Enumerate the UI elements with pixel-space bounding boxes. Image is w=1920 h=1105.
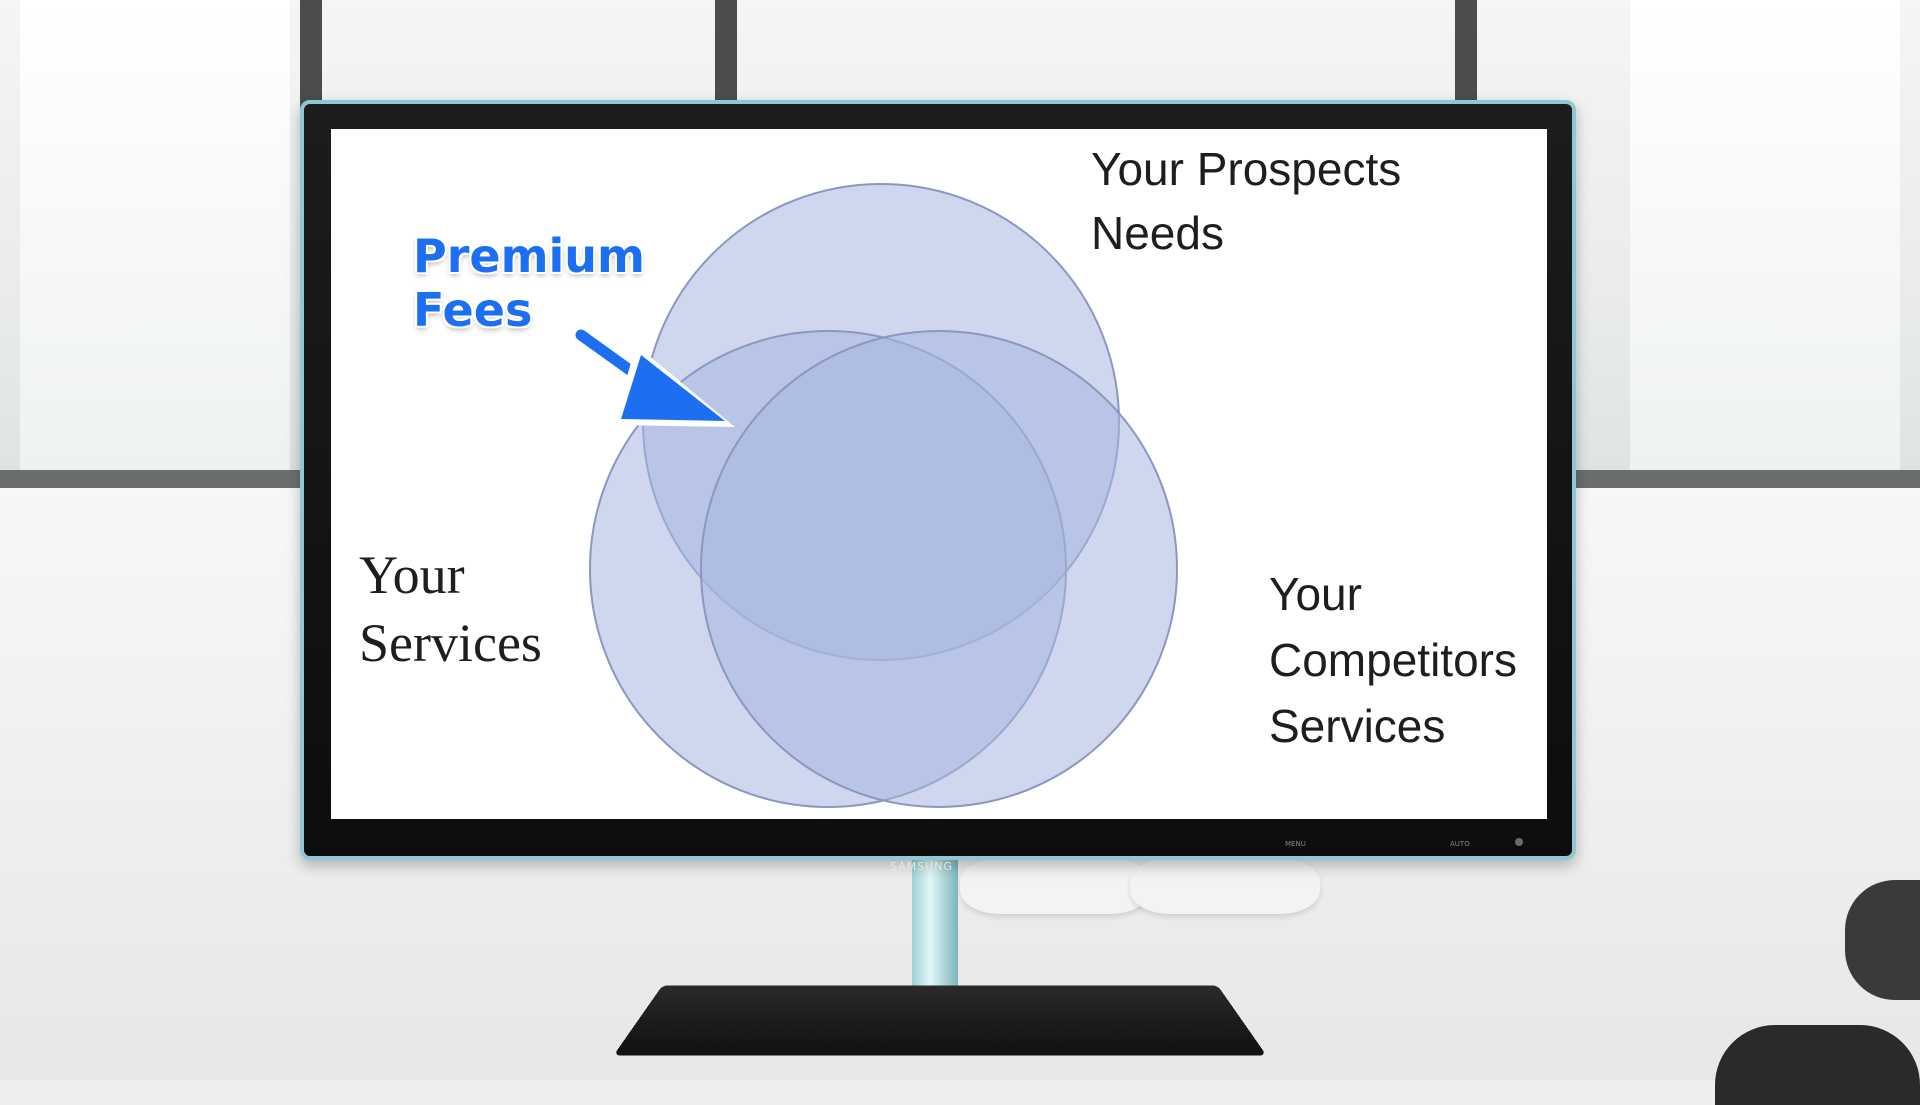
circle-competitors-services bbox=[700, 330, 1178, 808]
chair bbox=[1845, 880, 1920, 1000]
monitor-menu-button[interactable]: MENU bbox=[1285, 840, 1306, 848]
label-prospects-needs: Your Prospects Needs bbox=[1091, 137, 1401, 265]
speaker-right bbox=[1130, 858, 1320, 914]
label-competitors-line2: Competitors bbox=[1269, 634, 1517, 686]
monitor-screen: Your Prospects Needs Your Services Your … bbox=[331, 129, 1547, 819]
label-your-services: Your Services bbox=[359, 541, 542, 677]
label-competitors-services: Your Competitors Services bbox=[1269, 561, 1517, 759]
window-pane-left bbox=[20, 0, 290, 480]
label-premium-line1: Premium bbox=[413, 229, 645, 283]
label-services-line1: Your bbox=[359, 545, 465, 605]
venn-diagram bbox=[573, 183, 1178, 808]
label-competitors-line1: Your bbox=[1269, 568, 1362, 620]
label-premium-line2: Fees bbox=[413, 283, 533, 337]
pointer-arrow-icon bbox=[573, 327, 735, 427]
mouse bbox=[1715, 1025, 1920, 1105]
label-competitors-line3: Services bbox=[1269, 700, 1446, 752]
label-prospects-line2: Needs bbox=[1091, 207, 1224, 259]
monitor-stand-base bbox=[613, 985, 1267, 1056]
label-prospects-line1: Your Prospects bbox=[1091, 143, 1402, 195]
power-icon[interactable] bbox=[1515, 838, 1523, 846]
monitor-stand-neck bbox=[912, 860, 958, 1002]
speaker-left bbox=[960, 858, 1150, 914]
window-pane-right bbox=[1630, 0, 1900, 480]
label-services-line2: Services bbox=[359, 613, 542, 673]
monitor: Your Prospects Needs Your Services Your … bbox=[300, 100, 1576, 873]
label-premium-fees: Premium Fees bbox=[413, 229, 645, 337]
monitor-auto-button[interactable]: AUTO bbox=[1450, 840, 1470, 848]
monitor-brand-logo: SAMSUNG bbox=[890, 860, 953, 873]
